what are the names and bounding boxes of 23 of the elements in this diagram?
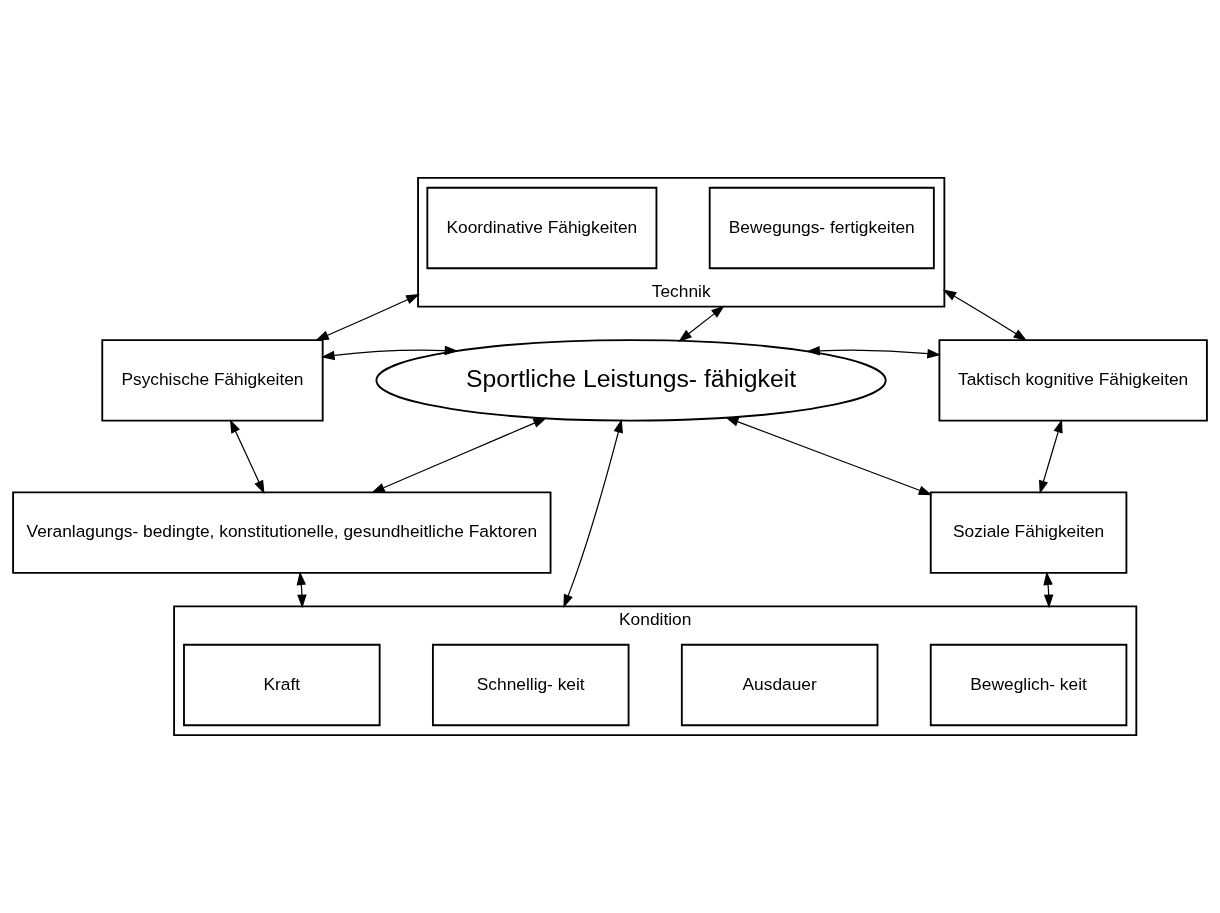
node-box: Beweglich- keit	[929, 643, 1128, 727]
node-ellipse: Sportliche Leistungs- fähigkeit	[375, 339, 887, 422]
arrow	[942, 289, 1028, 341]
arrow	[371, 417, 547, 494]
node-box: Soziale Fähigkeiten	[929, 491, 1128, 574]
node-box: Kraft	[183, 643, 381, 727]
arrow	[725, 417, 933, 496]
arrow	[320, 345, 459, 361]
arrow	[296, 571, 307, 609]
node-box: Schnellig- keit	[432, 643, 630, 727]
arrow	[1039, 419, 1063, 495]
arrow	[678, 305, 725, 342]
arrow	[563, 419, 623, 609]
arrow	[806, 346, 941, 359]
node-box: Taktisch kognitive Fähigkeiten	[938, 339, 1208, 422]
node-box: Bewegungs- fertigkeiten	[708, 186, 935, 270]
arrow	[229, 419, 265, 494]
node-box: Koordinative Fähigkeiten	[426, 186, 658, 270]
arrow	[315, 294, 420, 341]
arrow	[1043, 571, 1054, 609]
node-box: Ausdauer	[680, 643, 879, 727]
node-box: Veranlagungs- bedingte, konstitutionelle, gesundheitliche Faktoren	[12, 491, 552, 574]
node-box: Psychische Fähigkeiten	[101, 339, 324, 422]
